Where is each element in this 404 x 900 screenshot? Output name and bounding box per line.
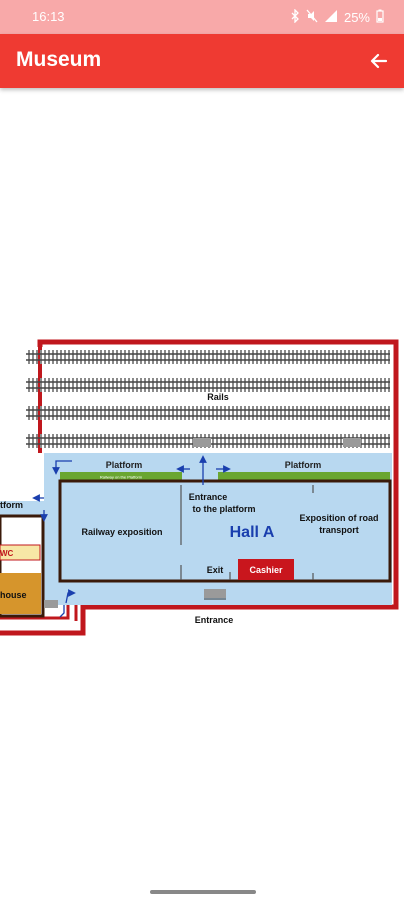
cashier bbox=[238, 559, 294, 580]
rails-label: Rails bbox=[207, 392, 229, 402]
museum-floor-plan: Rails Railway on the Platform Platform P… bbox=[0, 339, 399, 636]
platform-strip-left bbox=[60, 472, 182, 481]
road-exposition-label-2: transport bbox=[319, 525, 359, 535]
house-label: house bbox=[0, 590, 27, 600]
platform-left-label: Platform bbox=[106, 460, 143, 470]
railway-exposition-label: Railway exposition bbox=[81, 527, 162, 537]
platform-right-label: Platform bbox=[285, 460, 322, 470]
entrance-door bbox=[204, 589, 226, 598]
museum-map[interactable]: Rails Railway on the Platform Platform P… bbox=[0, 335, 404, 645]
app-bar: Museum bbox=[0, 34, 404, 88]
cashier-label: Cashier bbox=[249, 565, 283, 575]
hall-a bbox=[58, 479, 392, 583]
bluetooth-icon bbox=[290, 8, 300, 26]
direction-arrows bbox=[32, 455, 231, 618]
outer-wall bbox=[0, 339, 399, 636]
road-exposition-label-1: Exposition of road bbox=[299, 513, 378, 523]
arrow-left-icon bbox=[370, 53, 388, 69]
railway-on-platform-label: Railway on the Platform bbox=[100, 475, 143, 480]
wc-label: WC bbox=[0, 549, 14, 558]
entrance-label: Entrance bbox=[195, 615, 234, 625]
status-time: 16:13 bbox=[32, 9, 65, 24]
home-indicator[interactable] bbox=[150, 890, 256, 894]
rail-tracks bbox=[26, 350, 390, 448]
status-bar: 16:13 25% bbox=[0, 0, 404, 34]
hall-a-label: Hall A bbox=[230, 524, 275, 541]
entrance-platform-label-1: Entrance bbox=[189, 492, 228, 502]
mute-icon bbox=[306, 9, 318, 26]
entrance-platform-label-2: to the platform bbox=[193, 504, 256, 514]
status-icons: 25% bbox=[290, 8, 384, 26]
left-platform-fragment: tform bbox=[0, 500, 23, 510]
exit-label: Exit bbox=[207, 565, 224, 575]
platform-strip-right bbox=[218, 472, 390, 481]
house-room bbox=[0, 573, 41, 614]
back-button[interactable] bbox=[364, 46, 394, 76]
wc-room bbox=[0, 544, 41, 561]
page-title: Museum bbox=[16, 48, 102, 71]
signal-icon bbox=[324, 9, 338, 26]
battery-icon bbox=[376, 9, 384, 26]
battery-level: 25% bbox=[343, 10, 370, 25]
